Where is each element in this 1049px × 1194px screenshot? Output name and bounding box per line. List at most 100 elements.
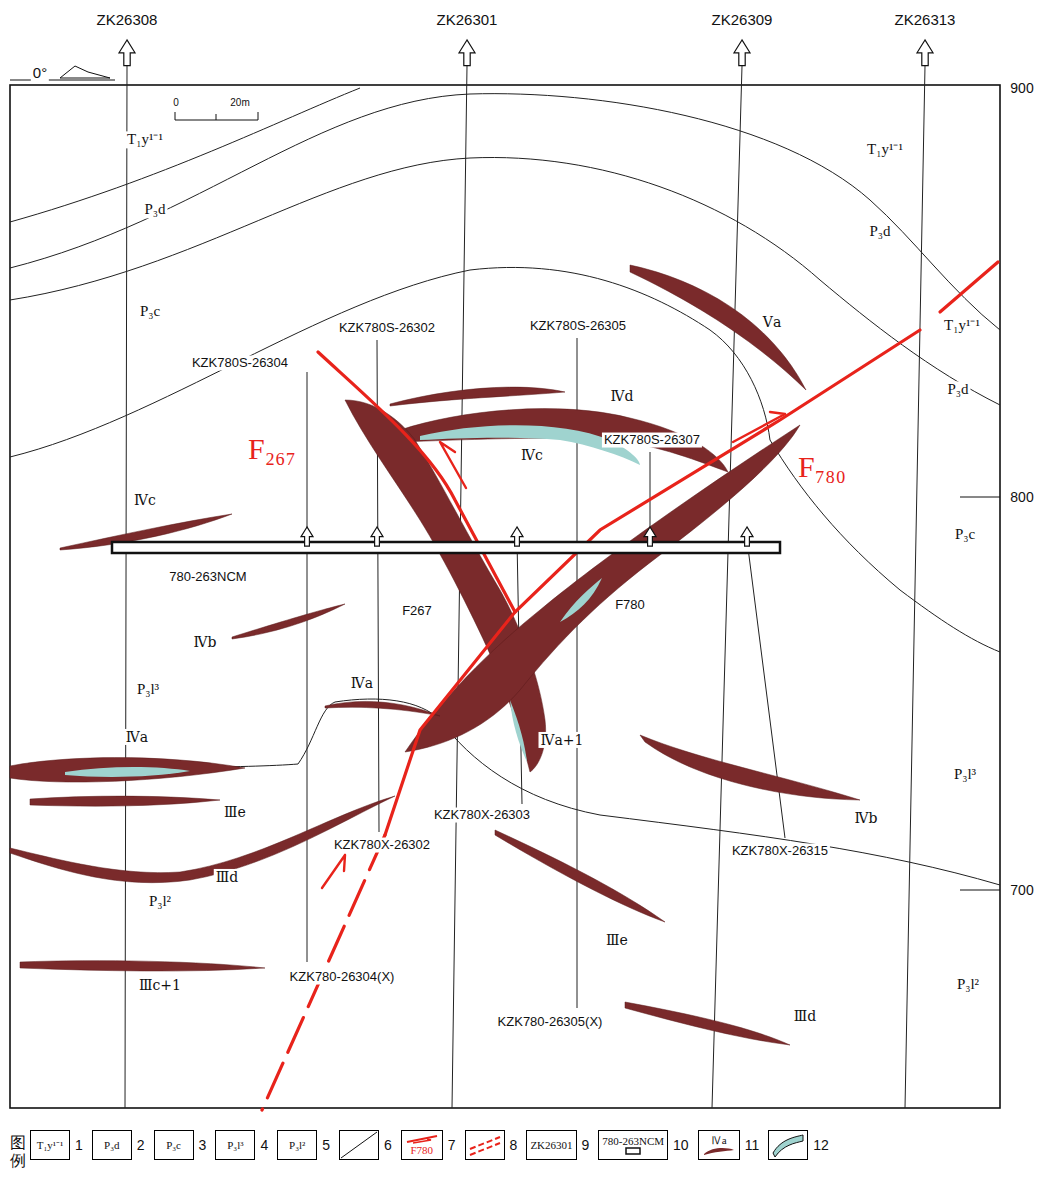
legend-sample: ZK26301 xyxy=(526,1130,576,1160)
stratum-label: P₃l³ xyxy=(952,766,978,783)
legend-sample: P₃d xyxy=(92,1130,132,1160)
fault-id: F780 xyxy=(613,598,647,613)
scale-bar xyxy=(175,112,258,120)
legend-number: 8 xyxy=(510,1137,518,1153)
legend-sample-graphic xyxy=(625,1147,641,1155)
legend-item: P₃d2 xyxy=(92,1130,145,1160)
drill-hole-id: KZK780S-26307 xyxy=(602,433,702,448)
stratum-label: P₃c xyxy=(138,303,162,320)
orebody-label: Ⅴa xyxy=(761,314,783,330)
legend-sample-graphic xyxy=(466,1131,504,1159)
legend-number: 3 xyxy=(199,1137,207,1153)
strata-boundary xyxy=(10,94,1000,330)
legend-number: 6 xyxy=(384,1137,392,1153)
ore-rich-band xyxy=(65,767,190,777)
fault-id: F₇₈₀ xyxy=(796,450,848,485)
drill-hole xyxy=(125,66,127,1108)
legend-number: 1 xyxy=(75,1137,83,1153)
legend-sample-text: ZK26301 xyxy=(530,1139,572,1151)
legend-item: T₁y¹⁻¹ 1 xyxy=(30,1130,83,1160)
drill-hole-id: KZK780-26304(X) xyxy=(288,970,397,985)
drill-hole-id: KZK780X-26302 xyxy=(332,838,432,853)
strata-boundary xyxy=(10,157,1000,405)
legend-sample: T₁y¹⁻¹ xyxy=(30,1130,70,1160)
drill-hole-arrow xyxy=(119,40,135,66)
orebody-label: Ⅳc xyxy=(519,447,545,463)
legend-sample-text: Ⅳa xyxy=(711,1134,727,1146)
orebody-label: Ⅳc xyxy=(132,492,158,508)
drill-hole xyxy=(712,66,742,1108)
section-frame xyxy=(10,85,1000,1108)
orebody-label: Ⅲd xyxy=(214,869,240,885)
ore-body xyxy=(405,425,800,752)
legend-item: 780-263NCM10 xyxy=(598,1130,688,1160)
ore-rich-band xyxy=(560,578,602,622)
legend-number: 9 xyxy=(582,1137,590,1153)
orebody-label: Ⅳa xyxy=(349,675,375,691)
elevation: 800 xyxy=(1008,489,1035,505)
orientation-line xyxy=(10,80,115,81)
legend-item: Ⅳa 11 xyxy=(698,1130,760,1160)
drill-hole xyxy=(747,540,785,838)
strata-boundary xyxy=(10,267,1000,652)
drill-hole-id: KZK780X-26303 xyxy=(432,808,532,823)
drill-hole-id: KZK780-26305(X) xyxy=(496,1015,605,1030)
scale-value: 0 xyxy=(172,97,180,109)
ore-body xyxy=(30,796,220,806)
ore-body xyxy=(390,387,565,406)
ore-body xyxy=(10,758,245,782)
drill-hole-arrow xyxy=(371,527,383,546)
ore-body xyxy=(325,701,440,716)
drill-hole xyxy=(307,372,308,962)
legend-sample: Ⅳa xyxy=(698,1130,740,1160)
fault-line xyxy=(385,330,920,835)
elevation: 900 xyxy=(1008,80,1035,96)
legend-sample-text: P₃l³ xyxy=(227,1139,243,1151)
ore-body xyxy=(400,409,728,472)
legend-sample: 780-263NCM xyxy=(598,1130,668,1160)
legend-sample-text: F780 xyxy=(410,1144,433,1156)
orientation: 0° xyxy=(31,64,49,81)
fault-id: F₂₆₇ xyxy=(246,432,298,467)
legend-sample-text: P₃c xyxy=(166,1139,181,1151)
legend-sample-text: T₁y¹⁻¹ xyxy=(37,1139,64,1151)
legend-sample-graphic xyxy=(405,1134,439,1144)
legend-sample: F780 xyxy=(401,1130,443,1160)
ore-body xyxy=(232,604,345,639)
scale-value: 20m xyxy=(229,97,250,109)
strata-boundary xyxy=(10,699,1000,885)
tunnel-id: 780-263NCM xyxy=(167,570,248,585)
stratum-label: P₃l² xyxy=(955,976,981,993)
orebody-label: Ⅳd xyxy=(609,388,636,404)
legend-sample: P₃l³ xyxy=(215,1130,255,1160)
drill-hole-arrow xyxy=(511,527,523,546)
legend-item: ZK26301 9 xyxy=(526,1130,589,1160)
orebody-label: Ⅳb xyxy=(192,634,219,650)
legend-sample: P₃l² xyxy=(277,1130,317,1160)
legend-sample-text: P₃l² xyxy=(289,1139,305,1151)
fault-id: F267 xyxy=(400,604,434,619)
legend-sample xyxy=(465,1130,505,1160)
orebody-label: Ⅳa xyxy=(124,729,150,745)
elevation: 700 xyxy=(1008,882,1035,898)
drill-hole-id: ZK26313 xyxy=(893,11,958,28)
legend-item: P₃c 3 xyxy=(154,1130,207,1160)
drill-hole-arrow xyxy=(741,527,753,546)
legend-number: 11 xyxy=(745,1137,760,1153)
stratum-label: P₃l³ xyxy=(135,681,161,698)
drill-hole-id: KZK780S-26302 xyxy=(337,321,437,336)
legend-item: 6 xyxy=(339,1130,392,1160)
drill-hole-arrow xyxy=(734,40,750,66)
drill-hole-id: ZK26301 xyxy=(435,11,500,28)
stratum-label: P₃d xyxy=(945,381,970,398)
ore-rich-band xyxy=(510,700,527,762)
legend-item: P₃l²5 xyxy=(277,1130,330,1160)
legend-sample xyxy=(768,1130,808,1160)
orientation-sign xyxy=(60,66,110,78)
strata-boundary xyxy=(10,88,360,222)
ore-body xyxy=(625,1002,790,1045)
orebody-label: Ⅲe xyxy=(604,932,630,948)
fault-movement-arrow xyxy=(733,412,785,442)
orebody-label: Ⅲe xyxy=(222,804,248,820)
legend-sample-text: 780-263NCM xyxy=(602,1135,664,1147)
